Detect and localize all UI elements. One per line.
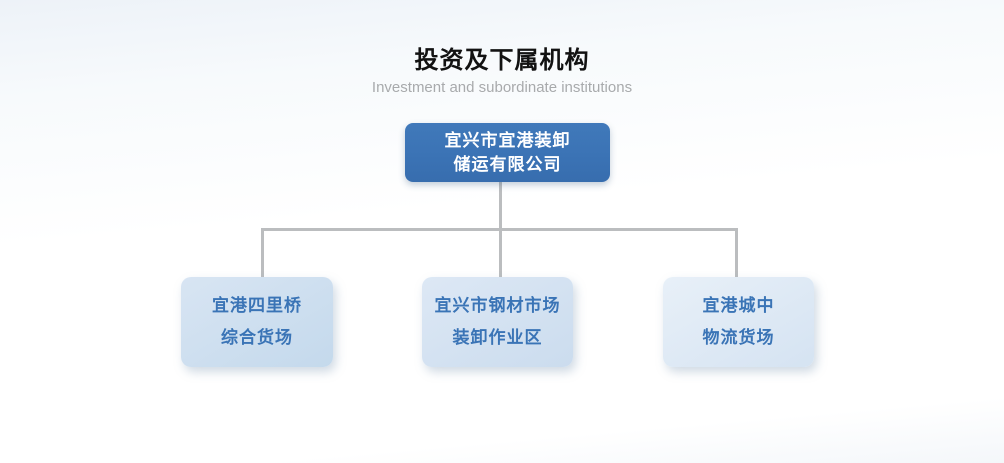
org-node-child-3: 宜港城中 物流货场 xyxy=(663,277,814,367)
org-node-child-1: 宜港四里桥 综合货场 xyxy=(181,277,333,367)
org-node-child-1-label-line1: 宜港四里桥 xyxy=(212,296,302,315)
page-subtitle: Investment and subordinate institutions xyxy=(371,79,633,96)
org-node-child-2: 宜兴市钢材市场 装卸作业区 xyxy=(422,277,573,367)
connector-vertical-left xyxy=(261,228,264,277)
org-node-child-2-label-line1: 宜兴市钢材市场 xyxy=(434,296,561,315)
org-node-root-label-line1: 宜兴市宜港装卸 xyxy=(444,130,571,150)
connector-horizontal xyxy=(261,228,738,231)
page-title-block: 投资及下属机构 Investment and subordinate insti… xyxy=(0,46,1004,97)
connector-vertical-right xyxy=(735,228,738,277)
page-title: 投资及下属机构 xyxy=(414,47,590,74)
org-node-child-3-label-line2: 物流货场 xyxy=(702,328,775,347)
org-node-child-3-label-line1: 宜港城中 xyxy=(702,296,775,315)
org-node-child-2-label-line2: 装卸作业区 xyxy=(452,328,543,347)
org-node-child-1-label-line2: 综合货场 xyxy=(221,328,293,347)
org-node-root: 宜兴市宜港装卸 储运有限公司 xyxy=(405,123,610,182)
org-node-root-label-line2: 储运有限公司 xyxy=(453,154,562,174)
